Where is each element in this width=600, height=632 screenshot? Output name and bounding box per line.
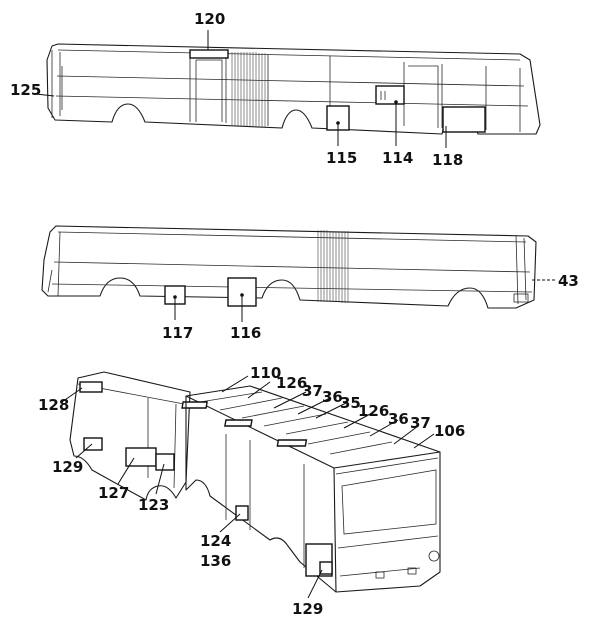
label-123: 123 bbox=[138, 496, 169, 514]
label-125: 125 bbox=[10, 81, 41, 99]
side-view-right: 120 125 115 114 118 bbox=[10, 10, 541, 169]
label-35: 35 bbox=[340, 394, 361, 412]
label-43: 43 bbox=[558, 272, 579, 290]
label-136: 136 bbox=[200, 552, 231, 570]
label-124: 124 bbox=[200, 532, 231, 550]
label-110: 110 bbox=[250, 364, 281, 382]
label-128: 128 bbox=[38, 396, 69, 414]
label-116: 116 bbox=[230, 324, 261, 342]
label-126-a: 126 bbox=[276, 374, 307, 392]
label-120: 120 bbox=[194, 10, 225, 28]
perspective-view: 110 126 37 36 35 126 36 37 106 128 129 1… bbox=[38, 364, 465, 618]
label-36-b: 36 bbox=[388, 410, 409, 428]
side-view-left: 43 117 116 bbox=[41, 225, 579, 342]
articulation-bellows-2 bbox=[317, 230, 349, 303]
label-129-b: 129 bbox=[292, 600, 323, 618]
articulation-bellows bbox=[231, 52, 266, 127]
label-37-a: 37 bbox=[302, 382, 323, 400]
label-36-a: 36 bbox=[322, 388, 343, 406]
label-127: 127 bbox=[98, 484, 129, 502]
label-117: 117 bbox=[162, 324, 193, 342]
label-118: 118 bbox=[432, 151, 463, 169]
label-126-b: 126 bbox=[358, 402, 389, 420]
label-106: 106 bbox=[434, 422, 465, 440]
label-129-a: 129 bbox=[52, 458, 83, 476]
label-115: 115 bbox=[326, 149, 357, 167]
label-37-b: 37 bbox=[410, 414, 431, 432]
label-114: 114 bbox=[382, 149, 413, 167]
